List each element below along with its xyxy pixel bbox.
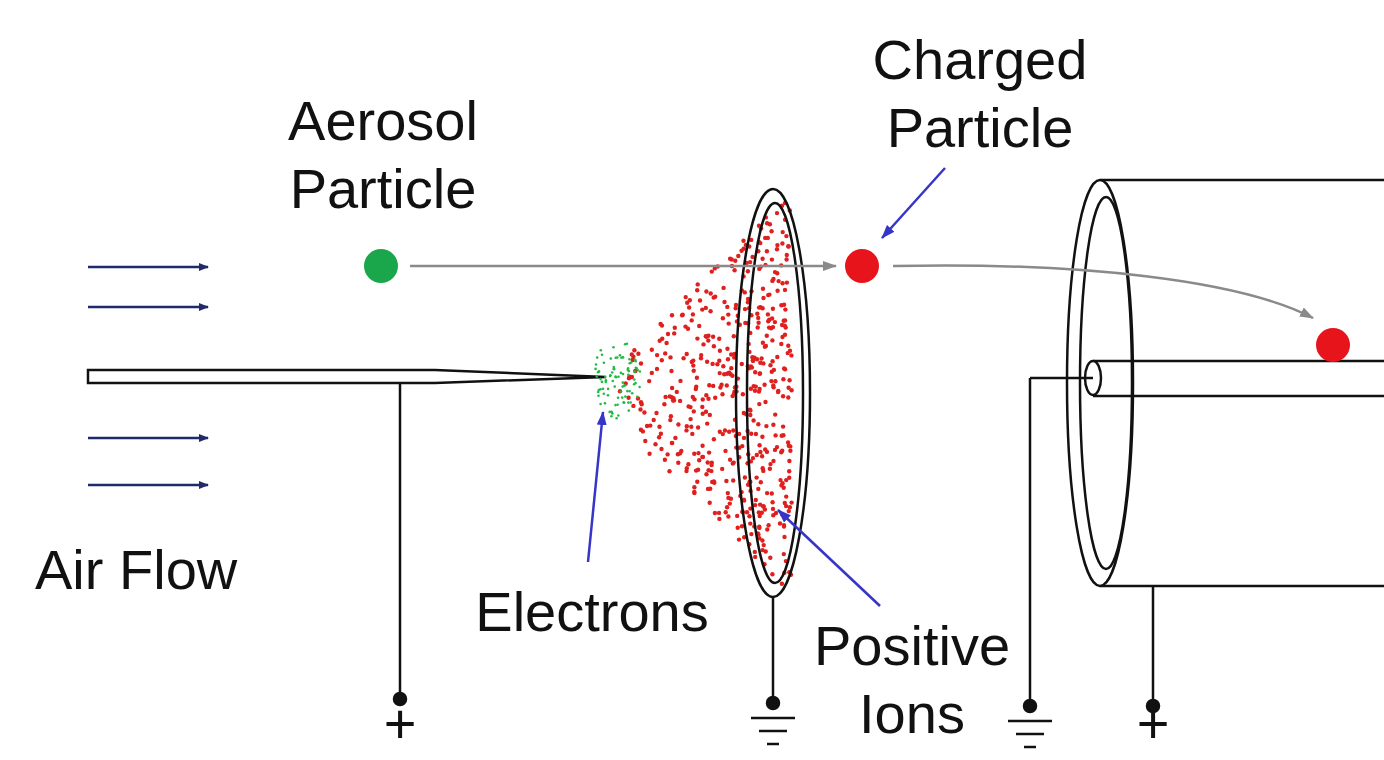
- flow-label: Air Flow: [35, 536, 295, 604]
- positive-ion-cloud: [618, 201, 794, 586]
- charged-particle: [845, 249, 879, 283]
- ring-electrode: [736, 189, 810, 744]
- particle-label: Aerosol Particle: [253, 87, 513, 223]
- polarity-sign: +: [1123, 690, 1183, 758]
- aerosol-particle: [364, 249, 398, 283]
- collector-cylinder: [1008, 180, 1384, 747]
- particle-label: Charged Particle: [830, 26, 1130, 162]
- collected-particle: [1316, 328, 1350, 362]
- electron-cloud: [594, 343, 641, 420]
- needle-electrode: [88, 370, 606, 705]
- leader-arrows: [588, 168, 945, 606]
- ion-label: Positive Ions: [787, 612, 1037, 748]
- electron-label: Electrons: [442, 578, 742, 646]
- polarity-sign: +: [370, 690, 430, 758]
